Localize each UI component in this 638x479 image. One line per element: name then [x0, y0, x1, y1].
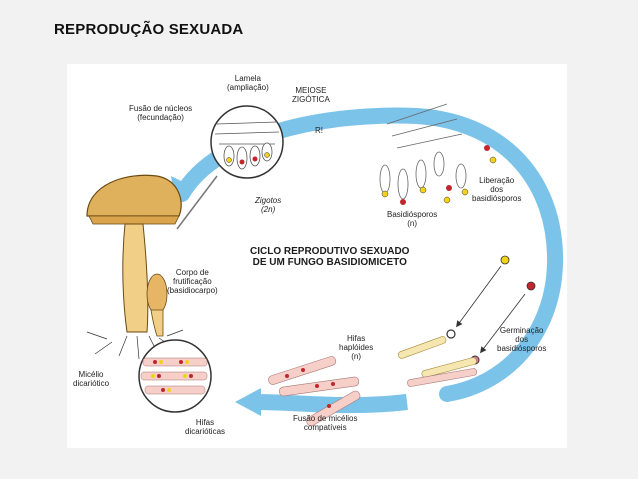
- label-r: R!: [315, 126, 323, 135]
- zoom-line: [176, 175, 218, 230]
- label-zigotos: Zigotos(2n): [255, 196, 282, 214]
- life-cycle-diagram: [86, 103, 564, 427]
- fused-hyphae: [268, 356, 361, 427]
- basidia-cluster: [379, 103, 497, 205]
- label-basidiosporos: Basidiósporos(n): [387, 210, 438, 228]
- slide-title: REPRODUÇÃO SEXUADA: [54, 21, 244, 38]
- label-lamela: Lamela(ampliação): [227, 74, 269, 92]
- dikaryotic-mycelium-circle: [138, 339, 212, 413]
- mushroom-basidiocarp: [86, 174, 184, 360]
- ring-arrowhead-bottom: [235, 388, 261, 416]
- label-fusao-nucleos: Fusão de núcleos(fecundação): [129, 104, 193, 122]
- haploid-hyphae: [398, 336, 477, 387]
- lamela-magnified-circle: [176, 105, 284, 230]
